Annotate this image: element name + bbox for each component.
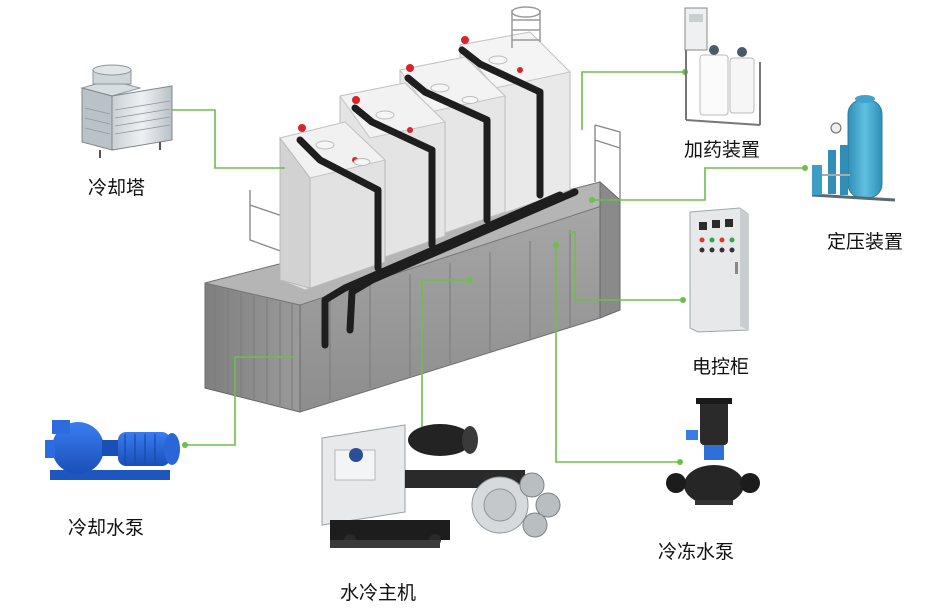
label-cooling-tower: 冷却塔 <box>88 177 146 199</box>
connector-dosing <box>581 71 685 130</box>
connector-chilled-pump <box>555 245 680 463</box>
connector-pressure <box>592 167 805 201</box>
vertical-pump-icon <box>666 398 760 505</box>
connector-lines <box>155 71 805 463</box>
ladder-icon <box>511 6 541 48</box>
label-pressure-device: 定压装置 <box>827 231 904 253</box>
container-plant-icon <box>204 6 621 413</box>
label-cooling-pump: 冷却水泵 <box>68 517 145 539</box>
label-chilled-pump: 冷冻水泵 <box>658 541 735 563</box>
chiller-unit-icon <box>321 424 561 548</box>
connector-cooling-pump <box>185 356 295 446</box>
pipe-network <box>296 46 579 349</box>
label-control-cabinet: 电控柜 <box>692 356 750 378</box>
label-dosing-device: 加药装置 <box>684 139 761 161</box>
control-cabinet-icon <box>689 207 749 333</box>
connector-cooling-tower <box>155 109 285 169</box>
label-chiller: 水冷主机 <box>340 582 417 604</box>
dosing-device-icon <box>684 7 761 126</box>
horizontal-pump-icon <box>45 420 180 480</box>
cooling-tower-icon <box>80 64 173 158</box>
connector-cabinet <box>568 231 683 301</box>
pressure-tank-icon <box>811 95 896 202</box>
connector-chiller <box>421 279 470 430</box>
